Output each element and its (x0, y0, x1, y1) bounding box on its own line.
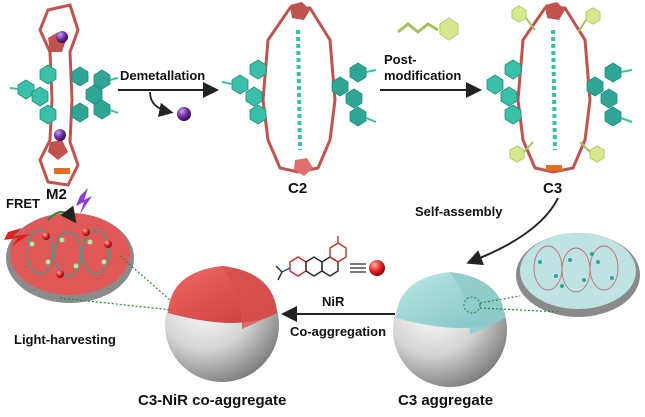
modifier-hexagon-icon (439, 17, 459, 41)
m2-label: M2 (46, 186, 67, 203)
post-modification-label-line2: modification (384, 68, 462, 83)
c2-label: C2 (288, 180, 308, 197)
c3-nir-coaggregate-sphere (165, 266, 279, 382)
c3-nir-coaggregate-label: C3-NiR co-aggregate (138, 392, 287, 409)
c3-aggregate-sphere (393, 272, 507, 387)
light-harvesting-label: Light-harvesting (14, 332, 116, 347)
c3-aggregate-label: C3 aggregate (398, 392, 494, 409)
co-aggregation-label: Co-aggregation (290, 324, 387, 339)
nir-label: NiR (322, 294, 345, 309)
c3-aggregate-zoom (479, 233, 640, 317)
fret-arrow (47, 205, 77, 224)
fret-label: FRET (6, 196, 40, 211)
c3-molecule (486, 2, 633, 174)
demetallation-label: Demetallation (120, 68, 206, 83)
self-assembly-label: Self-assembly (415, 204, 503, 219)
m2-molecule (9, 3, 119, 187)
self-assembly-arrow (466, 197, 559, 266)
coaggregate-zoom (6, 213, 173, 311)
metal-ion-top (56, 31, 68, 43)
lightning-icon (4, 188, 92, 246)
red-sphere-icon (369, 260, 385, 276)
post-modification-label-line1: Post- (384, 52, 417, 67)
demetallation-arrow (118, 82, 219, 121)
c3-label: C3 (543, 180, 563, 197)
metal-ion-bottom (54, 129, 66, 141)
triple-bond-icon (350, 263, 366, 273)
post-modification-arrow (380, 17, 482, 98)
c2-molecule (221, 2, 377, 176)
purple-sphere-icon (177, 107, 191, 121)
nir-dye-structure (275, 236, 347, 281)
